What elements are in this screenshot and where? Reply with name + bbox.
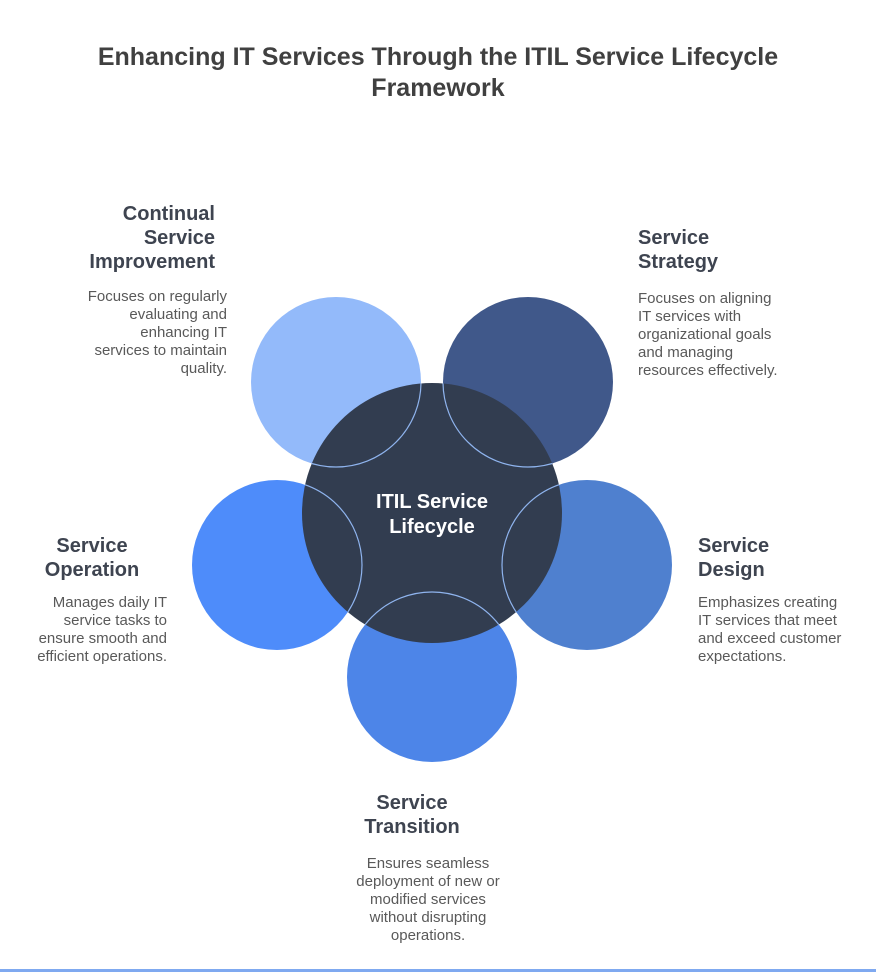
node-service-design: Service Design Emphasizes creating IT se… (698, 534, 853, 666)
petal-outline-arcs (302, 383, 562, 643)
node-heading-service-operation: Service Operation (44, 535, 140, 581)
node-heading-service-design: Service Design (698, 535, 770, 581)
node-heading-service-strategy: Service Strategy (638, 227, 719, 273)
outline-arc-service-transition (346, 591, 518, 643)
node-description-service-operation: Manages daily IT service tasks to ensure… (37, 594, 167, 665)
center-hub-circle (302, 383, 562, 643)
outline-arc-continual-service-improvement (302, 383, 422, 468)
outline-arc-service-strategy (442, 383, 562, 468)
node-description-service-strategy: Focuses on aligning IT services with org… (638, 290, 778, 379)
outline-arc-service-design (501, 479, 562, 643)
node-service-transition: Service Transition Ensures seamless depl… (318, 791, 538, 945)
node-description-continual-service-improvement: Focuses on regularly evaluating and enha… (87, 288, 227, 377)
node-description-service-transition: Ensures seamless deployment of new or mo… (356, 855, 500, 944)
node-service-strategy: Service Strategy Focuses on aligning IT … (638, 226, 798, 380)
node-heading-continual-service-improvement: Continual Service Improvement (89, 203, 215, 273)
node-description-service-design: Emphasizes creating IT services that mee… (698, 594, 842, 665)
node-continual-service-improvement: Continual Service Improvement Focuses on… (37, 202, 227, 378)
page-title: Enhancing IT Services Through the ITIL S… (97, 43, 779, 102)
node-heading-service-transition: Service Transition (364, 792, 460, 838)
center-hub-label: ITIL Service Lifecycle (376, 491, 488, 538)
node-service-operation: Service Operation Manages daily IT servi… (17, 534, 167, 666)
bottom-accent-bar (0, 969, 876, 972)
outline-arc-service-operation (302, 479, 363, 643)
